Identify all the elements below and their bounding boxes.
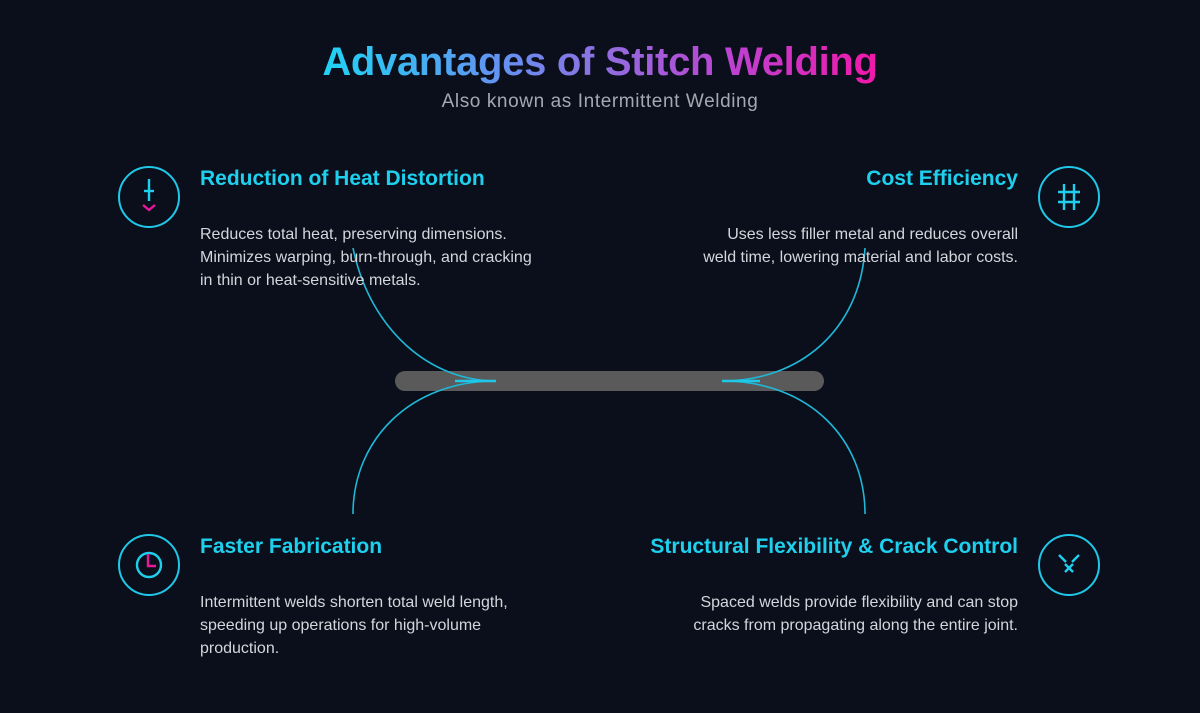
page-subtitle: Also known as Intermittent Welding xyxy=(441,91,759,112)
card-title-heat-distortion: Reduction of Heat Distortion xyxy=(200,167,485,190)
hash-icon xyxy=(1058,184,1080,210)
weld-bar xyxy=(395,371,824,391)
card-body-crack-control: Spaced welds provide flexibility and can… xyxy=(693,594,1018,634)
heat-distortion-icon xyxy=(142,179,156,212)
card-body-cost-efficiency: Uses less filler metal and reduces overa… xyxy=(703,226,1018,266)
clock-icon xyxy=(135,551,163,579)
card-body-heat-distortion: Reduces total heat, preserving dimension… xyxy=(200,226,532,289)
page-title: Advantages of Stitch Welding xyxy=(322,40,878,84)
card-title-cost-efficiency: Cost Efficiency xyxy=(866,167,1018,190)
faster-fabrication-icon-badge xyxy=(118,534,180,596)
heat-distortion-icon-badge xyxy=(118,166,180,228)
crack-control-icon-badge xyxy=(1038,534,1100,596)
connector-top-left xyxy=(352,247,497,382)
card-body-faster-fabrication: Intermittent welds shorten total weld le… xyxy=(200,594,508,657)
card-title-faster-fabrication: Faster Fabrication xyxy=(200,535,383,558)
connector-bottom-right xyxy=(721,380,866,515)
cost-efficiency-icon-badge xyxy=(1038,166,1100,228)
connector-bottom-left xyxy=(352,380,497,515)
card-title-crack-control: Structural Flexibility & Crack Control xyxy=(650,535,1018,558)
connector-top-right xyxy=(721,247,866,382)
crack-control-icon xyxy=(1058,554,1080,573)
